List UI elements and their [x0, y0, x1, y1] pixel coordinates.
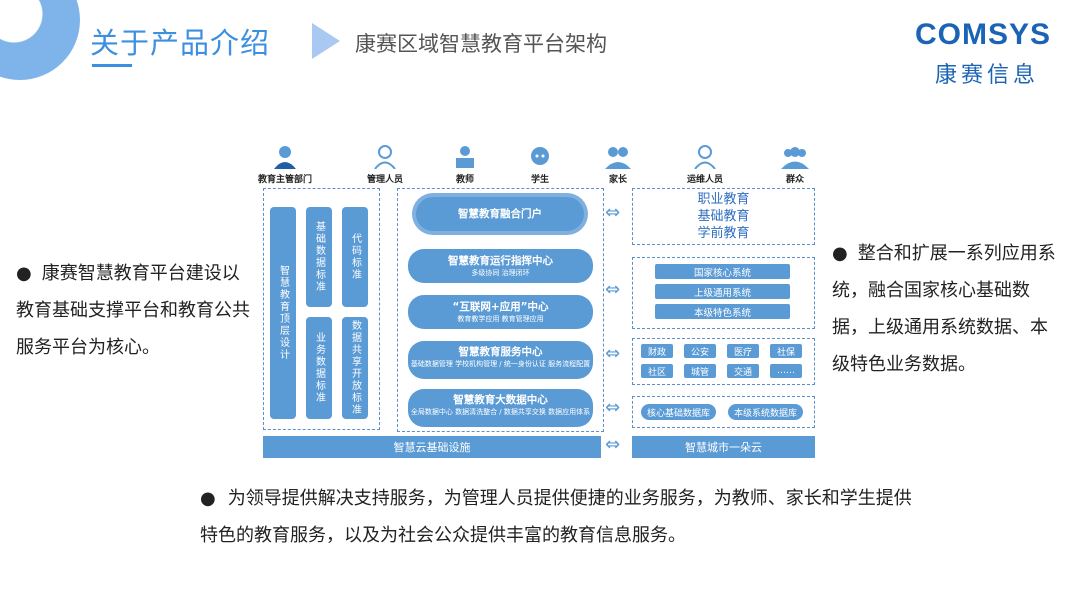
bullet-icon: ●	[16, 263, 32, 284]
system-upper: 上级通用系统	[655, 284, 790, 299]
standards-panel: 智慧教育顶层设计 基础数据标准 代码标准 业务数据标准 数据共享开放标准	[263, 188, 380, 430]
bigdata-center-sub: 全局数据中心 数据清洗整合 / 数据共享交换 数据应用体系	[410, 408, 591, 416]
teacher-user-icon	[456, 146, 474, 168]
dept-social-security: 社保	[770, 344, 802, 358]
bigdata-center: 智慧教育大数据中心 全局数据中心 数据清洗整合 / 数据共享交换 数据应用体系	[408, 389, 593, 427]
business-std-column: 业务数据标准	[306, 317, 332, 419]
internet-plus-center-title: “互联网+应用”中心	[452, 301, 549, 313]
system-national: 国家核心系统	[655, 264, 790, 279]
double-arrow-icon: ⇔	[605, 397, 621, 418]
page-title: 关于产品介绍	[90, 26, 271, 60]
db-local: 本级系统数据库	[728, 404, 803, 420]
dept-medical: 医疗	[727, 344, 759, 358]
cloud-infra-bar: 智慧云基础设施	[263, 436, 601, 458]
company-logo-word: COMSYS	[915, 18, 1052, 51]
double-arrow-icon: ⇔	[605, 202, 621, 223]
command-center: 智慧教育运行指挥中心 多级协同 治理闭环	[408, 249, 593, 283]
double-arrow-icon: ⇔	[605, 343, 621, 364]
city-cloud-bar: 智慧城市一朵云	[632, 436, 815, 458]
center-panel: 智慧教育融合门户 智慧教育运行指挥中心 多级协同 治理闭环 “互联网+应用”中心…	[397, 188, 604, 432]
bottom-bullet-text: ●为领导提供解决支持服务，为管理人员提供便捷的业务服务，为教师、家长和学生提供特…	[200, 488, 912, 546]
user-education-dept: 教育主管部门	[255, 145, 315, 185]
portal-cloud-label: 智慧教育融合门户	[458, 208, 542, 220]
official-user-icon	[274, 146, 296, 169]
user-parent: 家长	[588, 145, 648, 185]
top-design-column: 智慧教育顶层设计	[270, 207, 296, 419]
edu-types-panel: 职业教育 基础教育 学前教育	[632, 188, 815, 245]
company-logo-cn: 康赛信息	[935, 63, 1040, 88]
service-center-sub: 基础数据管理 学校机构管理 / 统一身份认证 服务流程配置	[410, 360, 591, 368]
left-bullet-text: ●康赛智慧教育平台建设以教育基础支撑平台和教育公共服务平台为核心。	[16, 263, 250, 358]
page-subtitle: 康赛区域智慧教育平台架构	[355, 32, 607, 56]
double-arrow-icon: ⇔	[605, 434, 621, 455]
bullet-icon: ●	[200, 488, 216, 509]
base-data-std-column: 基础数据标准	[306, 207, 332, 307]
user-manager: 管理人员	[355, 145, 415, 185]
dept-finance: 财政	[641, 344, 673, 358]
dept-urban-mgmt: 城管	[684, 364, 716, 378]
title-underline	[92, 64, 132, 67]
service-center-title: 智慧教育服务中心	[458, 346, 543, 358]
dept-more: ……	[770, 364, 802, 378]
system-local: 本级特色系统	[655, 304, 790, 319]
bigdata-center-title: 智慧教育大数据中心	[453, 394, 548, 406]
dept-community: 社区	[641, 364, 673, 378]
right-bullet-text: ●整合和扩展一系列应用系统，融合国家核心基础数据，上级通用系统数据、本级特色业务…	[832, 243, 1056, 375]
edu-type-basic: 基础教育	[697, 209, 750, 224]
manager-user-icon	[374, 145, 396, 169]
departments-panel: 财政 公安 医疗 社保 社区 城管 交通 ……	[632, 338, 815, 385]
command-center-sub: 多级协同 治理闭环	[471, 269, 530, 277]
student-user-icon	[531, 147, 549, 165]
double-arrow-icon: ⇔	[605, 279, 621, 300]
user-public: 群众	[765, 145, 825, 185]
dept-traffic: 交通	[727, 364, 759, 378]
parent-user-icon	[605, 147, 631, 169]
edu-type-preschool: 学前教育	[697, 226, 750, 241]
databases-panel: 核心基础数据库 本级系统数据库	[632, 396, 815, 428]
architecture-diagram: 教育主管部门 管理人员 教师 学生 家长 运维人员 群众 智慧教育顶层设计 基础…	[255, 140, 825, 465]
db-core: 核心基础数据库	[641, 404, 716, 420]
systems-panel: 国家核心系统 上级通用系统 本级特色系统	[632, 257, 815, 329]
bullet-icon: ●	[832, 243, 848, 264]
internet-plus-center-sub: 教育教学应用 教育管理应用	[457, 315, 544, 323]
user-teacher: 教师	[435, 145, 495, 185]
code-std-column: 代码标准	[342, 207, 368, 307]
ops-user-icon	[694, 145, 716, 169]
dept-police: 公安	[684, 344, 716, 358]
service-center: 智慧教育服务中心 基础数据管理 学校机构管理 / 统一身份认证 服务流程配置	[408, 341, 593, 379]
user-student: 学生	[510, 145, 570, 185]
play-arrow-icon	[312, 23, 340, 59]
edu-type-vocational: 职业教育	[697, 192, 750, 207]
corner-decoration	[0, 0, 80, 80]
share-std-column: 数据共享开放标准	[342, 317, 368, 419]
command-center-title: 智慧教育运行指挥中心	[448, 255, 553, 267]
public-group-icon	[781, 147, 809, 169]
portal-cloud: 智慧教育融合门户	[416, 197, 584, 231]
internet-plus-center: “互联网+应用”中心 教育教学应用 教育管理应用	[408, 295, 593, 329]
user-ops: 运维人员	[675, 145, 735, 185]
